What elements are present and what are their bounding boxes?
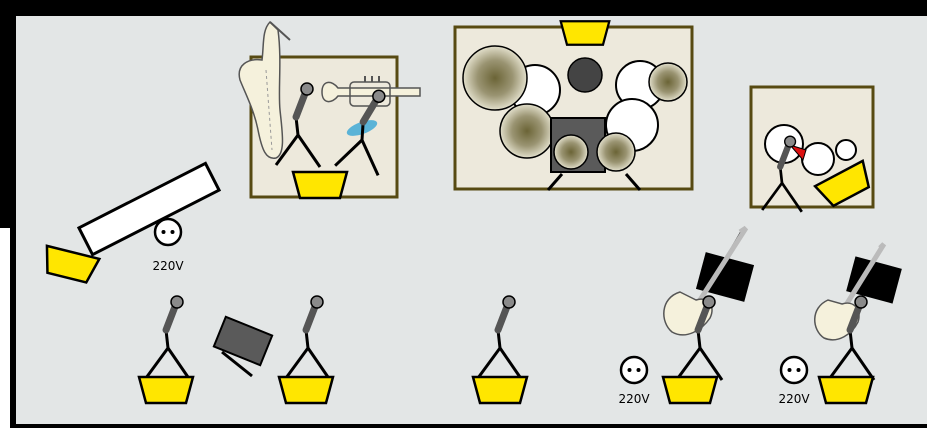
floor-monitor-icon xyxy=(559,20,611,46)
floor-monitor-icon xyxy=(471,375,529,405)
trumpet-icon xyxy=(321,76,421,107)
electric-guitar-icon xyxy=(663,225,749,336)
floor-monitor-icon xyxy=(137,375,195,405)
amp-icon xyxy=(212,315,274,378)
percussion-icon xyxy=(764,124,857,176)
floor-monitor-icon xyxy=(291,170,349,200)
keyboard-icon xyxy=(76,161,222,257)
floor-monitor-icon xyxy=(277,375,335,405)
outlet-label: 220V xyxy=(618,392,650,406)
outlet-label: 220V xyxy=(152,259,184,273)
power-outlet-icon xyxy=(779,355,809,385)
floor-monitor-icon xyxy=(817,375,875,405)
amp-icon xyxy=(846,256,902,304)
power-outlet-icon xyxy=(153,217,183,247)
amp-icon xyxy=(695,252,755,302)
outlet-label: 220V xyxy=(778,392,810,406)
saxophone-icon xyxy=(238,20,291,159)
power-outlet-icon xyxy=(619,355,649,385)
drum-kit-icon xyxy=(462,45,688,191)
floor-monitor-icon xyxy=(661,375,719,405)
